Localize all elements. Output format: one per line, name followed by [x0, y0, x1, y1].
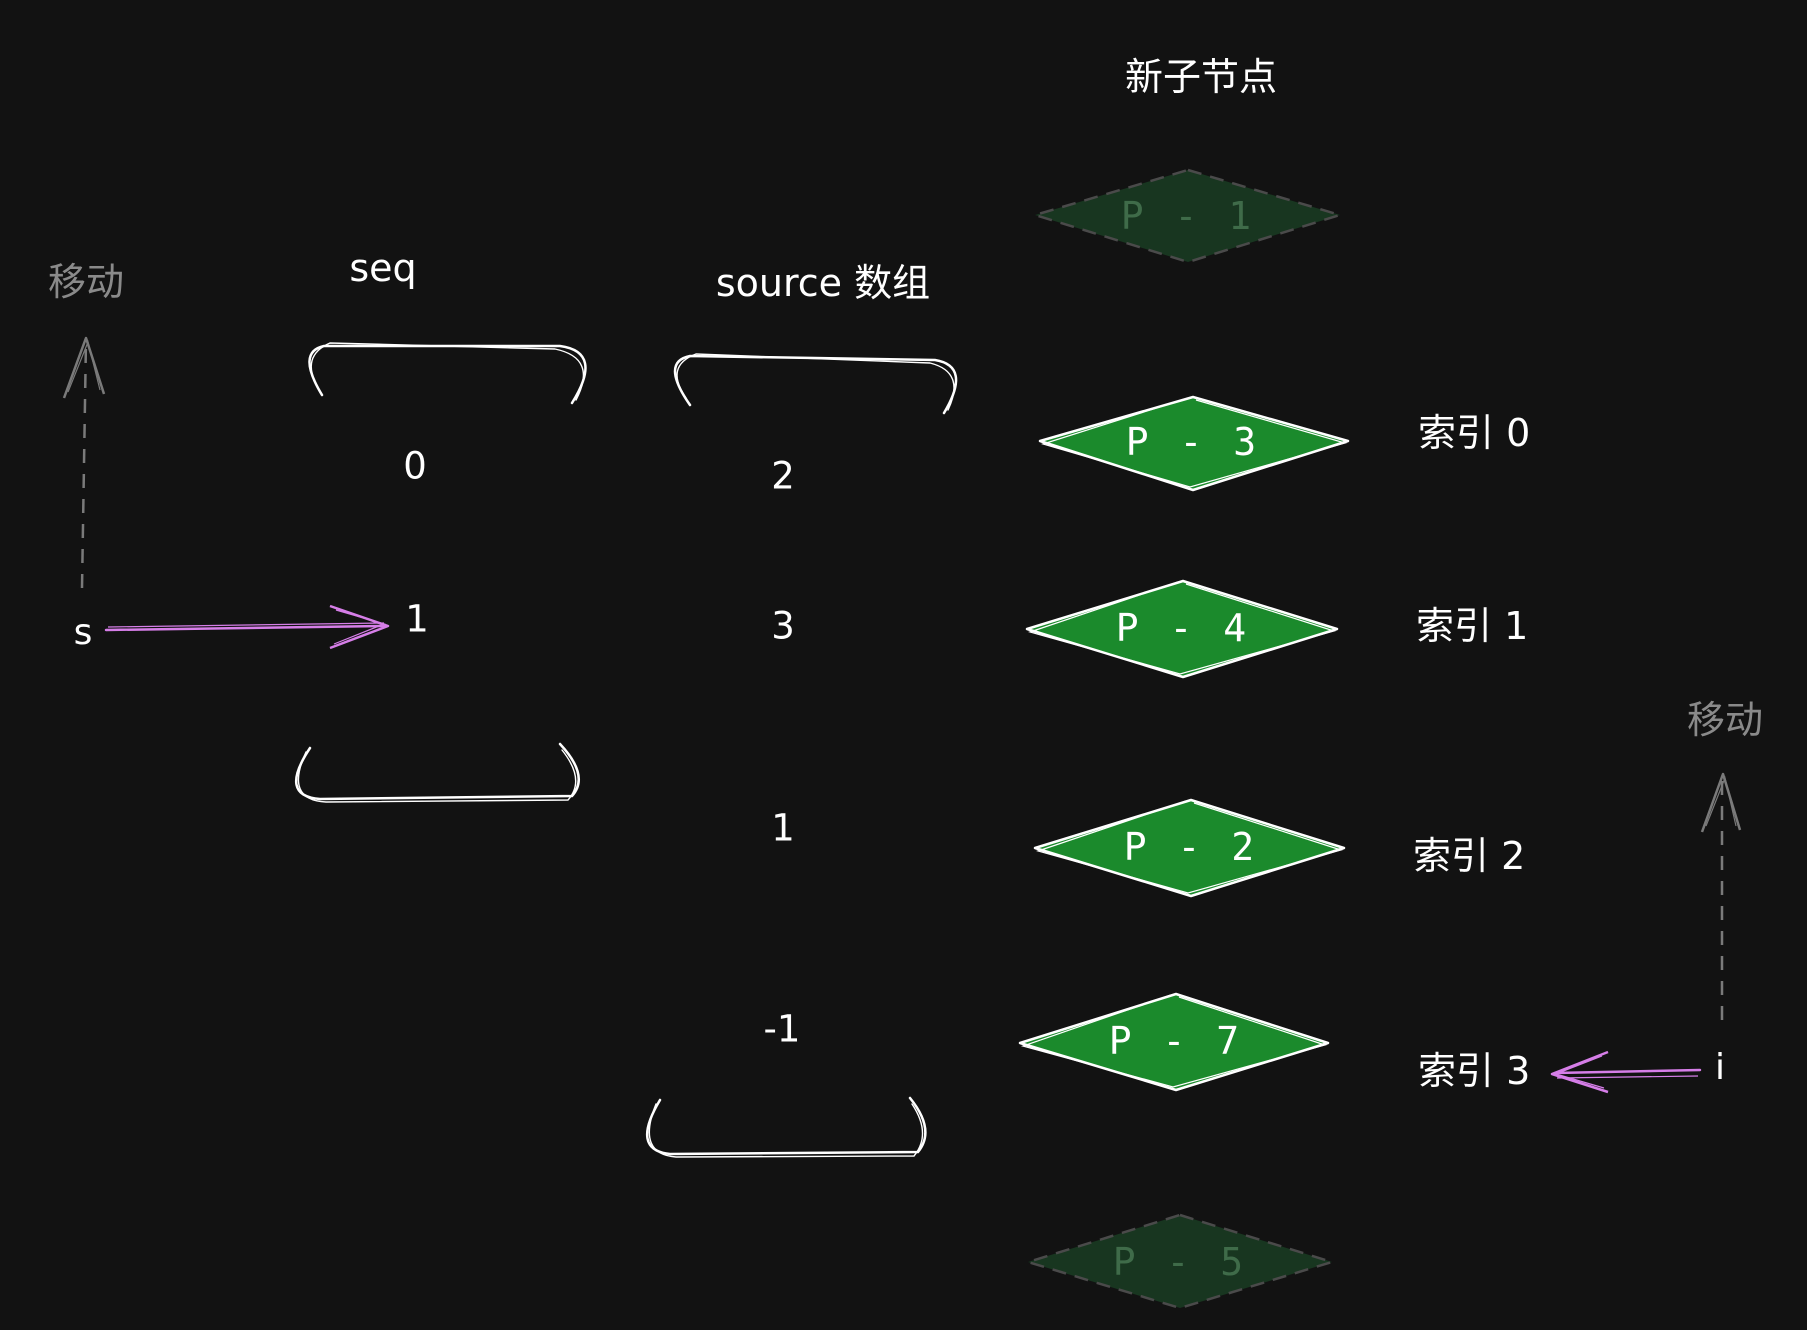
pointer-s-label: s: [73, 612, 93, 653]
seq-bracket-top: [308, 344, 587, 405]
dashed-arrow-left-head-icon: [62, 336, 106, 399]
source-bracket-bottom: [645, 1096, 927, 1156]
index-label: 索引 3: [1418, 1049, 1531, 1093]
seq-value: 0: [403, 444, 427, 488]
dashed-arrow-left-head-sketch: [67, 340, 101, 393]
pointer-arrow-i-head-sketch: [1554, 1055, 1605, 1089]
pointer-arrow-i-shaft-sketch: [1556, 1075, 1699, 1079]
dashed-arrow-right-head-icon: [1700, 772, 1742, 833]
seq-bracket-top-sketch: [310, 342, 585, 401]
source-bracket-bottom-sketch: [648, 1103, 924, 1158]
node-diamond-p5: [1023, 1213, 1337, 1310]
pointer-arrow-i-shaft: [1553, 1068, 1702, 1075]
source-value: 1: [771, 806, 795, 850]
index-label: 索引 2: [1413, 834, 1526, 878]
node-diamond-p7-sketch: [1020, 994, 1328, 1088]
node-diamond-p2: [1033, 798, 1346, 898]
source-value: -1: [763, 1007, 801, 1051]
new-children-title: 新子节点: [1124, 55, 1278, 99]
dashed-arrow-right-head-sketch: [1705, 775, 1737, 827]
index-label: 索引 0: [1418, 411, 1531, 455]
seq-label: seq: [349, 246, 417, 290]
node-label-p2: P - 2: [1124, 825, 1258, 869]
node-label-p3: P - 3: [1126, 420, 1260, 464]
pointer-arrow-s-head-icon: [329, 604, 390, 650]
seq-value: 1: [405, 597, 429, 641]
node-diamond-p4-sketch: [1027, 581, 1337, 675]
node-diamond-p1: [1030, 168, 1345, 264]
pointer-arrow-s-shaft-sketch: [107, 622, 385, 628]
node-label-p1: P - 1: [1121, 194, 1255, 238]
node-label-p5: P - 5: [1113, 1240, 1247, 1284]
source-bracket-top-sketch: [676, 353, 955, 411]
dashed-arrow-left-shaft: [80, 339, 88, 589]
source-array-label: source 数组: [715, 261, 931, 305]
pointer-arrow-s-head-sketch: [333, 609, 386, 645]
pointer-arrow-i-head-icon: [1550, 1050, 1609, 1094]
node-label-p7: P - 7: [1109, 1019, 1243, 1063]
source-value: 2: [771, 454, 795, 498]
seq-bracket-bottom-sketch: [297, 749, 577, 803]
node-label-p4: P - 4: [1116, 606, 1250, 650]
node-diamond-p2-sketch: [1035, 800, 1344, 894]
source-value: 3: [771, 604, 795, 648]
index-label: 索引 1: [1416, 604, 1529, 648]
source-bracket-top: [673, 354, 958, 415]
pointer-arrow-s-shaft: [104, 624, 388, 632]
move-label-right: 移动: [1686, 698, 1764, 742]
pointer-i-label: i: [1714, 1047, 1726, 1088]
node-diamond-p4: [1025, 579, 1339, 679]
move-label-left: 移动: [47, 260, 125, 304]
seq-bracket-bottom: [294, 742, 580, 801]
node-diamond-p3-sketch: [1040, 397, 1348, 488]
